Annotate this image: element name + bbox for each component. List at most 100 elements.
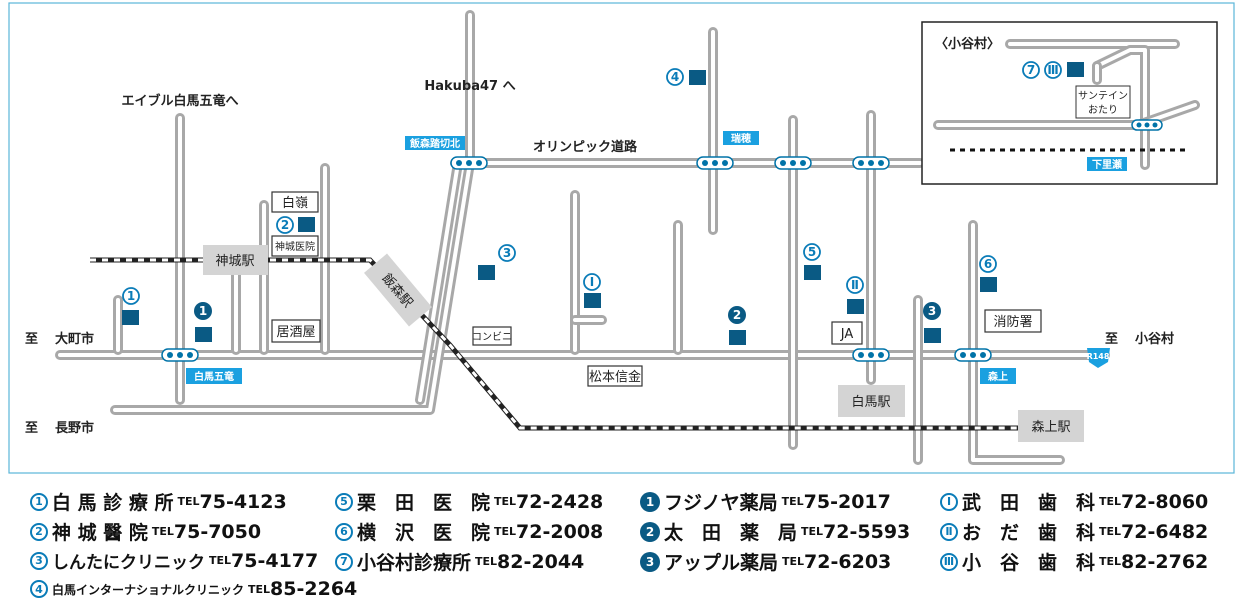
legend-dentist-3: Ⅲ 小 谷 歯 科 TEL 82-2762 xyxy=(940,548,1208,575)
svg-text:白馬駅: 白馬駅 xyxy=(851,394,890,410)
legend-number: 3 xyxy=(640,551,660,572)
dental-marker-2[interactable]: Ⅱ xyxy=(846,276,864,314)
legend-name: 白馬インターナショナルクリニック xyxy=(52,582,245,597)
legend-phone: 82-2762 xyxy=(1121,550,1209,573)
clinic-marker-7[interactable]: 7 xyxy=(1022,61,1040,79)
inset-otari: 〈小谷村〉 サンテイン おたり 下里瀬 xyxy=(921,21,1218,185)
legend-name: 武 田 歯 科 xyxy=(962,492,1096,514)
svg-text:居酒屋: 居酒屋 xyxy=(276,325,315,340)
legend-phone: 72-6203 xyxy=(804,550,892,573)
bus-stop-hakuba xyxy=(852,348,890,362)
legend-phone: 75-7050 xyxy=(173,520,262,543)
legend-phone: 72-2008 xyxy=(516,520,604,543)
legend-tel-label: TEL xyxy=(781,495,804,508)
legend-number: 1 xyxy=(30,492,48,511)
svg-text:2: 2 xyxy=(733,308,741,322)
bus-stop-mizuho: 瑞穂 xyxy=(696,131,759,170)
bus-stop-goryu: 白馬五竜 xyxy=(161,348,242,384)
legend-dentist-2: Ⅱ お だ 歯 科 TEL 72-6482 xyxy=(940,518,1208,545)
legend-name: 横 沢 医 院 xyxy=(357,522,491,544)
legend-number: 1 xyxy=(640,491,660,512)
legend-name: 小谷村診療所 xyxy=(357,552,472,574)
legend-clinic-7: 7 小谷村診療所 TEL 82-2044 xyxy=(335,548,584,575)
pharmacy-marker-3[interactable]: 3 xyxy=(923,302,941,343)
legend-tel-label: TEL xyxy=(1099,525,1122,538)
roads xyxy=(55,10,1110,465)
legend-dentist-1: Ⅰ 武 田 歯 科 TEL 72-8060 xyxy=(940,488,1208,515)
legend-pharmacy-1: 1 フジノヤ薬局 TEL 75-2017 xyxy=(640,488,891,515)
bus-stop-olympic-2 xyxy=(774,156,812,170)
to-nagano-a: 至 xyxy=(25,421,38,436)
to-otari-a: 至 xyxy=(1105,332,1118,347)
legend-phone: 72-8060 xyxy=(1121,490,1209,513)
pharmacy-marker-1[interactable]: 1 xyxy=(194,302,212,342)
able-goryu-label: エイブル白馬五竜へ xyxy=(121,93,238,109)
legend-tel-label: TEL xyxy=(801,525,824,538)
legend-number: 5 xyxy=(335,492,353,511)
legend-clinic-3: 3 しんたにクリニック TEL 75-4177 xyxy=(30,548,318,573)
svg-text:Ⅰ: Ⅰ xyxy=(590,275,594,289)
legend-tel-label: TEL xyxy=(1099,555,1122,568)
svg-text:神城医院: 神城医院 xyxy=(275,240,315,253)
svg-text:6: 6 xyxy=(984,257,992,271)
legend-phone: 75-4123 xyxy=(199,490,287,513)
map-frame xyxy=(8,2,1235,474)
to-otari-b: 小谷村 xyxy=(1135,331,1174,347)
legend-tel-label: TEL xyxy=(494,525,517,538)
railway xyxy=(90,257,1040,431)
svg-text:7: 7 xyxy=(1027,63,1035,77)
legend-tel-label: TEL xyxy=(177,495,200,508)
legend-name: フジノヤ薬局 xyxy=(664,492,778,514)
legend-phone: 75-2017 xyxy=(803,490,891,513)
dental-marker-3[interactable]: Ⅲ xyxy=(1044,61,1084,79)
clinic-marker-6[interactable]: 6 xyxy=(979,255,997,292)
landmark-ja: JA xyxy=(831,321,863,345)
legend-tel-label: TEL xyxy=(782,555,805,568)
legend-number: 4 xyxy=(30,580,48,598)
landmark-matsumoto-bank: 松本信金 xyxy=(587,365,643,387)
route-148-sign: R148 xyxy=(1087,348,1110,368)
legend-clinic-2: 2 神 城 醫 院 TEL 75-7050 xyxy=(30,518,261,545)
station-hakuba: 白馬駅 xyxy=(838,385,905,417)
svg-text:1: 1 xyxy=(199,304,207,318)
svg-text:サンテイン: サンテイン xyxy=(1078,90,1128,102)
legend-name: 小 谷 歯 科 xyxy=(962,552,1096,574)
station-iimori: 飯森駅 xyxy=(364,253,432,327)
clinic-marker-3[interactable]: 3 xyxy=(478,244,516,280)
clinic-marker-5[interactable]: 5 xyxy=(803,243,821,280)
legend-clinic-5: 5 栗 田 医 院 TEL 72-2428 xyxy=(335,488,603,515)
legend-phone: 82-2044 xyxy=(497,550,585,573)
svg-text:白馬五竜: 白馬五竜 xyxy=(194,370,234,383)
svg-text:R148: R148 xyxy=(1087,352,1110,361)
legend-tel-label: TEL xyxy=(209,554,232,567)
clinic-marker-2[interactable]: 2 xyxy=(276,216,315,234)
svg-text:消防署: 消防署 xyxy=(993,314,1032,330)
legend-number: Ⅰ xyxy=(940,492,958,511)
hakuba47-label: Hakuba47 へ xyxy=(424,79,515,94)
landmark-fire-station: 消防署 xyxy=(984,309,1042,333)
legend-tel-label: TEL xyxy=(151,525,174,538)
legend-name: 白 馬 診 療 所 xyxy=(52,492,174,514)
legend-tel-label: TEL xyxy=(248,582,271,596)
pharmacy-marker-2[interactable]: 2 xyxy=(728,306,746,345)
legend-pharmacy-2: 2 太 田 薬 局 TEL 72-5593 xyxy=(640,518,910,545)
svg-text:瑞穂: 瑞穂 xyxy=(731,132,751,145)
legend-number: 3 xyxy=(30,551,48,570)
legend-phone: 72-2428 xyxy=(516,490,604,513)
svg-text:飯森踏切北: 飯森踏切北 xyxy=(409,137,460,150)
landmark-shinrei: 白嶺 xyxy=(271,191,319,213)
station-kamishiro: 神城駅 xyxy=(203,245,268,275)
dental-marker-1[interactable]: Ⅰ xyxy=(583,273,601,308)
bus-stop-moriue: 森上 xyxy=(954,348,1016,384)
clinic-marker-1[interactable]: 1 xyxy=(122,287,140,325)
legend-pharmacy-3: 3 アップル薬局 TEL 72-6203 xyxy=(640,548,891,575)
legend-name: アップル薬局 xyxy=(664,552,779,574)
svg-text:白嶺: 白嶺 xyxy=(282,195,308,211)
clinic-marker-4[interactable]: 4 xyxy=(666,68,706,86)
svg-text:おたり: おたり xyxy=(1088,104,1118,116)
legend-name: お だ 歯 科 xyxy=(962,522,1096,544)
bus-stop-iimori-north: 飯森踏切北 xyxy=(405,136,488,170)
legend-name: 栗 田 医 院 xyxy=(357,492,491,514)
svg-text:Ⅱ: Ⅱ xyxy=(851,278,859,292)
svg-text:下里瀬: 下里瀬 xyxy=(1092,158,1122,171)
